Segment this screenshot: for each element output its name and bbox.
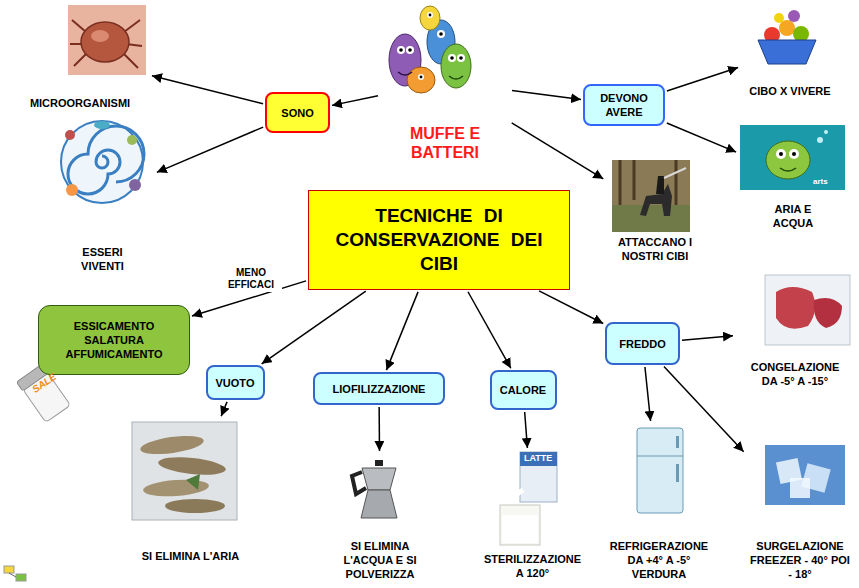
arrow-connector bbox=[539, 291, 603, 324]
picture-node: SI ELIMINA L'ACQUA E SI POLVERIZZA bbox=[320, 453, 440, 581]
box-text: CALORE bbox=[500, 383, 546, 397]
technique-box: ESSICAMENTO SALATURA AFFUMICAMENTO bbox=[38, 305, 190, 375]
picture-node: ARIA E ACQUA bbox=[738, 122, 848, 230]
box-text: LIOFILIZZAZIONE bbox=[333, 382, 426, 396]
edge-label: MENO EFFICACI bbox=[220, 266, 282, 292]
frozen-meat-picture bbox=[765, 275, 850, 345]
caption-text: SI ELIMINA L'ACQUA E SI POLVERIZZA bbox=[335, 539, 425, 581]
evolution-spiral-picture bbox=[61, 121, 144, 203]
picture-node: SURGELAZIONE FREEZER - 40° POI - 18° bbox=[745, 443, 855, 581]
picture-node: CIBO X VIVERE bbox=[740, 3, 840, 98]
picture-node: SI ELIMINA L'ARIA bbox=[128, 418, 253, 563]
caption-text: REFRIGERAZIONE DA +4° A -5° VERDURA bbox=[604, 539, 714, 581]
arrow-connector bbox=[525, 412, 528, 448]
arrow-connector bbox=[468, 292, 511, 369]
box-text: FREDDO bbox=[619, 337, 665, 351]
box-text: VUOTO bbox=[216, 376, 255, 390]
vacuum-fish-picture bbox=[132, 422, 237, 520]
knight-attack-picture bbox=[612, 160, 690, 232]
technique-box: VUOTO bbox=[206, 365, 265, 400]
fridge-picture bbox=[637, 428, 683, 513]
link-box: DEVONO AVERE bbox=[583, 84, 665, 126]
picture-node: CONGELAZIONE DA -5° A -15° bbox=[735, 273, 855, 388]
logo-icon bbox=[4, 566, 26, 581]
caption-text: SI ELIMINA L'ARIA bbox=[128, 549, 253, 563]
arrow-connector bbox=[667, 123, 736, 152]
arrow-connector bbox=[332, 96, 378, 106]
caption-text: CONGELAZIONE DA -5° A -15° bbox=[745, 360, 845, 388]
caption-text: CIBO X VIVERE bbox=[740, 84, 840, 98]
picture-node: ESSERI VIVENTI bbox=[50, 118, 155, 273]
arrow-connector bbox=[378, 407, 380, 451]
salt-label: SALE bbox=[30, 371, 58, 395]
arrow-connector bbox=[645, 367, 651, 421]
technique-box: FREDDO bbox=[605, 322, 680, 365]
technique-box: LIOFILIZZAZIONE bbox=[313, 372, 445, 405]
caption-text: ARIA E ACQUA bbox=[763, 202, 823, 230]
picture-node: ATTACCANO I NOSTRI CIBI bbox=[605, 158, 705, 263]
molds-bacteria-picture bbox=[389, 6, 471, 93]
milk-label: LATTE bbox=[524, 453, 552, 463]
microorganism-picture bbox=[68, 5, 146, 75]
arrow-connector bbox=[512, 123, 604, 179]
milk-picture bbox=[500, 452, 557, 545]
caption-text: MUFFE E BATTERI bbox=[400, 124, 490, 162]
box-text: DEVONO AVERE bbox=[594, 91, 654, 119]
air-water-monster-picture bbox=[740, 125, 845, 190]
watermark: arts bbox=[813, 177, 828, 186]
link-box: SONO bbox=[265, 92, 330, 133]
arrow-connector bbox=[157, 127, 263, 172]
technique-box: CALORE bbox=[490, 370, 557, 410]
caption-text: ESSERI VIVENTI bbox=[73, 245, 133, 273]
arrow-connector bbox=[386, 292, 418, 370]
caption-text: MICROORGANISMI bbox=[15, 96, 145, 110]
caption-text: STERILIZZAZIONE A 120° bbox=[480, 552, 585, 580]
caption-text: SURGELAZIONE FREEZER - 40° POI - 18° bbox=[750, 539, 850, 581]
box-text: ESSICAMENTO SALATURA AFFUMICAMENTO bbox=[59, 319, 169, 361]
picture-node: REFRIGERAZIONE DA +4° A -5° VERDURA bbox=[600, 423, 718, 581]
ice-cubes-picture bbox=[765, 445, 845, 505]
arrow-connector bbox=[512, 91, 581, 100]
caption-text: ATTACCANO I NOSTRI CIBI bbox=[610, 235, 700, 263]
box-text: SONO bbox=[281, 106, 313, 120]
arrow-connector bbox=[221, 402, 227, 416]
arrow-connector bbox=[152, 76, 263, 104]
arrow-connector bbox=[667, 68, 738, 91]
arrow-connector bbox=[262, 291, 366, 364]
picture-node: STERILIZZAZIONE A 120° bbox=[480, 450, 585, 580]
main-topic-box: TECNICHE DI CONSERVAZIONE DEI CIBI bbox=[308, 190, 570, 290]
fruit-basket-picture bbox=[758, 10, 816, 64]
moka-pot-picture bbox=[352, 460, 397, 518]
box-text: TECNICHE DI CONSERVAZIONE DEI CIBI bbox=[334, 204, 544, 276]
mold-bacteria-node: MUFFE E BATTERI bbox=[380, 2, 510, 162]
arrow-connector bbox=[664, 366, 744, 451]
picture-node: MICROORGANISMI bbox=[10, 5, 150, 110]
arrow-connector bbox=[682, 336, 733, 340]
